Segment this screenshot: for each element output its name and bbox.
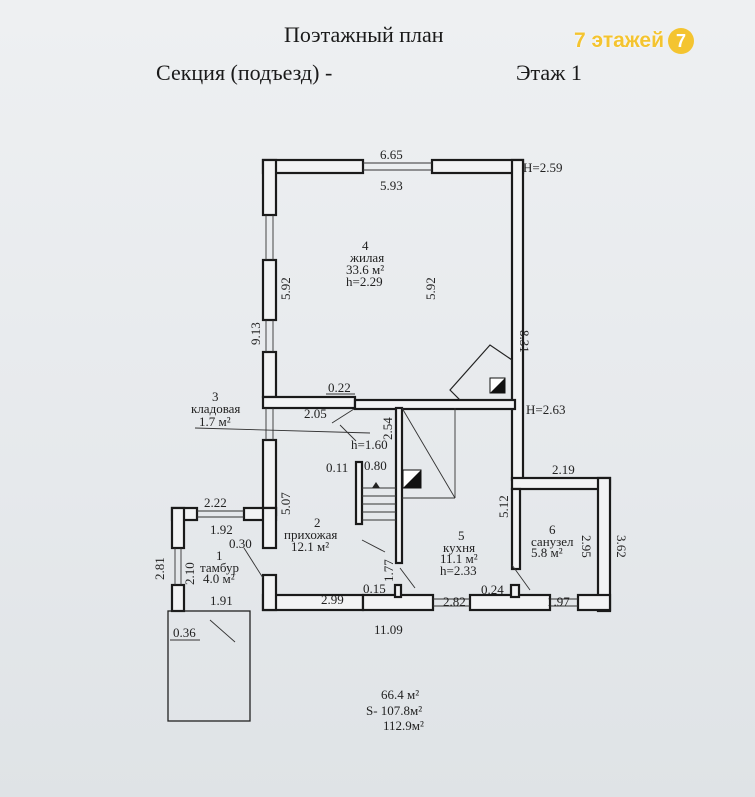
room-1-name: тамбур xyxy=(200,560,239,575)
dim-label: 9.13 xyxy=(248,322,263,345)
dim-label: 0.22 xyxy=(328,380,351,395)
room-4-number: 4 xyxy=(362,238,369,253)
height-middle: H=2.63 xyxy=(526,402,565,417)
room-6-number: 6 xyxy=(549,522,556,537)
dim-label: 0.80 xyxy=(364,458,387,473)
dim-label: 0.24 xyxy=(481,582,504,597)
room-6-area: 5.8 м² xyxy=(531,545,563,560)
room-4-name: жилая xyxy=(349,250,384,265)
dim-label: 6.65 xyxy=(380,147,403,162)
total-living-area: 66.4 м² xyxy=(381,687,419,702)
dim-label: 0.15 xyxy=(363,581,386,596)
dim-label: 5.92 xyxy=(278,277,293,300)
room-labels: 4 жилая 33.6 м² h=2.29 3 кладовая 1.7 м²… xyxy=(191,160,574,586)
dim-label: 0.11 xyxy=(326,460,348,475)
room-4-area: 33.6 м² xyxy=(346,262,384,277)
dim-label: 2.19 xyxy=(552,462,575,477)
room-5-name: кухня xyxy=(443,540,475,555)
room-4-height: h=2.29 xyxy=(346,274,383,289)
leader-lines xyxy=(170,393,531,643)
plan-title: Поэтажный план xyxy=(284,22,444,47)
total-area: 112.9м² xyxy=(383,718,424,733)
logo-text: 7 этажей xyxy=(574,29,664,52)
dim-label: 1.92 xyxy=(210,522,233,537)
height-top: H=2.59 xyxy=(523,160,562,175)
room-2-area: 12.1 м² xyxy=(291,539,329,554)
stove-icon xyxy=(449,344,513,401)
dim-label: 2.95 xyxy=(579,535,594,558)
room-5-area: 11.1 м² xyxy=(440,551,478,566)
dim-label: 0.30 xyxy=(229,536,252,551)
room-5-number: 5 xyxy=(458,528,465,543)
logo: 7 этажей 7 xyxy=(574,28,694,54)
dim-label: 5.92 xyxy=(423,277,438,300)
room-5-height: h=2.33 xyxy=(440,563,477,578)
dim-label: 8.31 xyxy=(517,330,532,353)
dim-label: 5.12 xyxy=(496,495,511,518)
total-s-area: S- 107.8м² xyxy=(366,703,422,718)
staircase xyxy=(362,344,513,521)
stair-arrow-icon xyxy=(372,482,380,488)
dim-label: 2.81 xyxy=(152,557,167,580)
room-2-name: прихожая xyxy=(284,527,337,542)
section-label: Секция (подъезд) - xyxy=(156,60,333,85)
room-1-area: 4.0 м² xyxy=(203,571,235,586)
dim-label: 2.82 xyxy=(443,594,466,609)
dim-label: 5.07 xyxy=(278,492,293,515)
dim-label: 2.10 xyxy=(182,562,197,585)
room-6-name: санузел xyxy=(531,534,574,549)
dim-label: 0.36 xyxy=(173,625,196,640)
dim-label: 2.99 xyxy=(321,592,344,607)
room-1-number: 1 xyxy=(216,548,223,563)
dim-label: 3.62 xyxy=(614,535,629,558)
room-3-area: 1.7 м² xyxy=(199,414,231,429)
dim-label: 11.09 xyxy=(374,622,403,637)
floor-label: Этаж 1 xyxy=(516,60,582,85)
room-3-name: кладовая xyxy=(191,401,240,416)
dim-label: 2.05 xyxy=(304,406,327,421)
room-3-height: h=1.60 xyxy=(351,437,388,452)
dim-label: 1.97 xyxy=(547,594,570,609)
room-2-number: 2 xyxy=(314,515,321,530)
dim-label: 2.22 xyxy=(204,495,227,510)
walls xyxy=(167,158,612,722)
logo-icon: 7 xyxy=(668,28,694,54)
area-totals: 66.4 м² S- 107.8м² 112.9м² xyxy=(366,687,424,733)
dim-label: 5.93 xyxy=(380,178,403,193)
dim-label: 2.54 xyxy=(380,417,395,440)
room-3-number: 3 xyxy=(212,389,219,404)
dim-label: 1.77 xyxy=(381,559,396,582)
dimension-labels: 6.65 5.93 5.92 5.92 9.13 8.31 0.22 2.05 … xyxy=(152,147,629,640)
dim-label: 1.91 xyxy=(210,593,233,608)
